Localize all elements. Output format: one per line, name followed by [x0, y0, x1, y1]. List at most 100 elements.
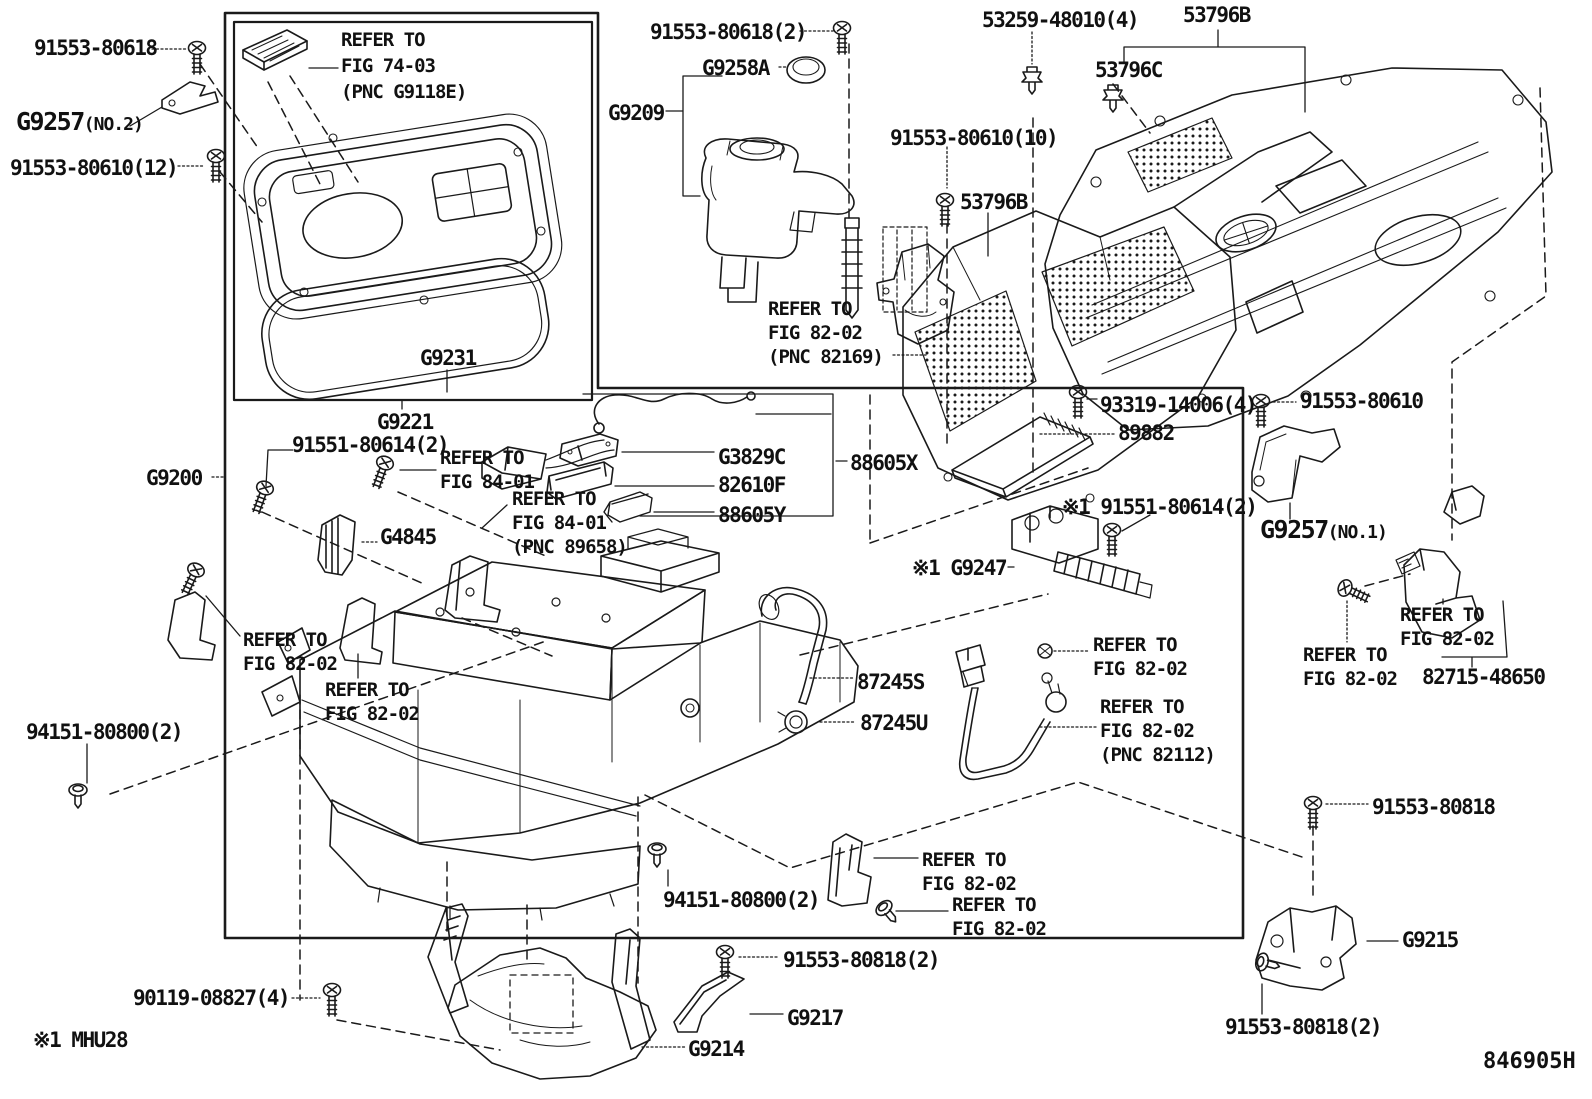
mesh-cover-53796b [902, 206, 1237, 501]
group-outline-box [223, 11, 1245, 940]
sensor-g9247 [1011, 505, 1099, 564]
label-89882: 89882 [1118, 421, 1175, 445]
label-g4845: G4845 [380, 525, 437, 549]
label-refer-8202-p2a: REFER TO [1100, 696, 1185, 718]
label-91553-80818-2-bottom: 91553-80818(2) [783, 948, 941, 972]
label-refer-8202-b2b: FIG 82-02 [952, 918, 1047, 940]
label-g9209: G9209 [608, 101, 665, 125]
label-53796b-2: 53796B [960, 190, 1028, 214]
bracket-82-02-left1 [167, 591, 216, 661]
label-87245u: 87245U [860, 711, 928, 735]
group-dashed-lines [109, 43, 1547, 1051]
label-g9200: G9200 [146, 466, 203, 490]
duct-bracket-right [611, 928, 651, 1050]
label-refer-8202-r2b: FIG 82-02 [1303, 668, 1398, 690]
group-leader-lines [86, 30, 1508, 1048]
pipe-valve [1045, 691, 1067, 713]
label-90119-08827: 90119-08827(4) [133, 986, 291, 1010]
label-refer-82169-c: (PNC 82169) [768, 346, 884, 368]
label-refer-fig74-3: (PNC G9118E) [341, 81, 467, 103]
pipe-82112 [958, 687, 1051, 781]
label-g9214: G9214 [688, 1037, 745, 1061]
clip-g9257-no2 [161, 81, 219, 115]
label-g9257-no2: G9257(NO.2) [16, 107, 144, 136]
part-82610f [546, 461, 614, 500]
label-53796c: 53796C [1095, 58, 1163, 82]
label-g9231: G9231 [420, 346, 477, 370]
label-g9215: G9215 [1402, 928, 1459, 952]
label-refer-fig84b-1: REFER TO [512, 488, 597, 510]
clamp-87245u [784, 710, 808, 734]
group-electronics [481, 391, 1153, 599]
bracket-g9257-no1 [1251, 425, 1341, 503]
label-g9247: ※1 G9247 [912, 556, 1008, 580]
inset-detail-box [232, 20, 594, 402]
label-refer-8202-l1b: FIG 82-02 [243, 653, 338, 675]
label-91553-80818-2-right: 91553-80818(2) [1225, 1015, 1383, 1039]
label-91553-80818: 91553-80818 [1372, 795, 1496, 819]
clamp-upper-right [1443, 485, 1485, 525]
label-91551-80614-2-note: ※1 91551-80614(2) [1062, 495, 1258, 519]
label-g9221: G9221 [377, 410, 434, 434]
relay-g3829c [559, 433, 619, 467]
label-82610f: 82610F [718, 473, 786, 497]
label-93319-14006: 93319-14006(4) [1100, 393, 1258, 417]
label-refer-8202-b1a: REFER TO [922, 849, 1007, 871]
label-refer-82169-b: FIG 82-02 [768, 322, 863, 344]
label-82715-48650: 82715-48650 [1422, 665, 1546, 689]
inverter-cover-g9221 [243, 113, 563, 320]
pipe-bracket [955, 644, 986, 688]
label-g9258a: G9258A [702, 56, 770, 80]
label-53259-48010: 53259-48010(4) [982, 8, 1140, 32]
label-94151-80800-left: 94151-80800(2) [26, 720, 184, 744]
label-refer-8202-b1b: FIG 82-02 [922, 873, 1017, 895]
group-engine-covers [902, 29, 1553, 503]
label-g9217: G9217 [787, 1006, 844, 1030]
label-53796b-1: 53796B [1183, 3, 1251, 27]
label-94151-80800-bottom: 94151-80800(2) [663, 888, 821, 912]
group-hoses [758, 586, 1067, 781]
label-refer-fig84a-2: FIG 84-01 [440, 471, 535, 493]
label-91553-80618-2: 91553-80618(2) [650, 20, 808, 44]
label-refer-8202-p2b: FIG 82-02 [1100, 720, 1195, 742]
bracket-g9215 [1255, 905, 1357, 991]
label-refer-8202-b2a: REFER TO [952, 894, 1037, 916]
part-88605y [603, 491, 653, 523]
hose-87245s [774, 593, 821, 703]
bracket-82-02-bottom [827, 833, 872, 907]
label-refer-8202-p2c: (PNC 82112) [1100, 744, 1216, 766]
label-refer-8202-r1b: FIG 82-02 [1400, 628, 1495, 650]
label-refer-fig74-1: REFER TO [341, 29, 426, 51]
wire-88605x [593, 392, 748, 425]
group-inverter-cover-inset [242, 29, 563, 401]
group-small-brackets [161, 81, 872, 907]
label-91551-80614-2: 91551-80614(2) [292, 433, 450, 457]
label-footnote: ※1 MHU28 [33, 1028, 129, 1052]
stay-g9217 [673, 971, 745, 1033]
bracket-82-02-left2 [339, 597, 383, 665]
label-refer-8202-l1a: REFER TO [243, 629, 328, 651]
label-refer-fig84b-3: (PNC 89658) [512, 536, 628, 558]
bracket-g4845 [317, 514, 356, 576]
label-91553-80610: 91553-80610 [1300, 389, 1424, 413]
label-refer-82169-a: REFER TO [768, 298, 853, 320]
toyota-emblem-icon [1215, 213, 1277, 253]
group-reservoir-g9209 [701, 56, 955, 345]
label-88605x: 88605X [850, 451, 918, 475]
label-87245s: 87245S [857, 670, 925, 694]
bracket-88605x [582, 393, 834, 517]
board-89882 [951, 416, 1094, 498]
label-refer-8202-l2b: FIG 82-02 [325, 703, 420, 725]
label-refer-fig74-2: FIG 74-03 [341, 55, 436, 77]
group-bottom-ducts [427, 903, 745, 1080]
duct-bracket-left [427, 903, 469, 1014]
stud-bolt [844, 217, 860, 229]
label-g3829c: G3829C [718, 445, 786, 469]
duct-g9214 [447, 947, 657, 1080]
reservoir-cap-g9258a [786, 56, 826, 84]
figure-code: 846905H [1483, 1049, 1576, 1074]
engine-cover-53796b [1044, 67, 1553, 431]
label-refer-fig84b-2: FIG 84-01 [512, 512, 607, 534]
